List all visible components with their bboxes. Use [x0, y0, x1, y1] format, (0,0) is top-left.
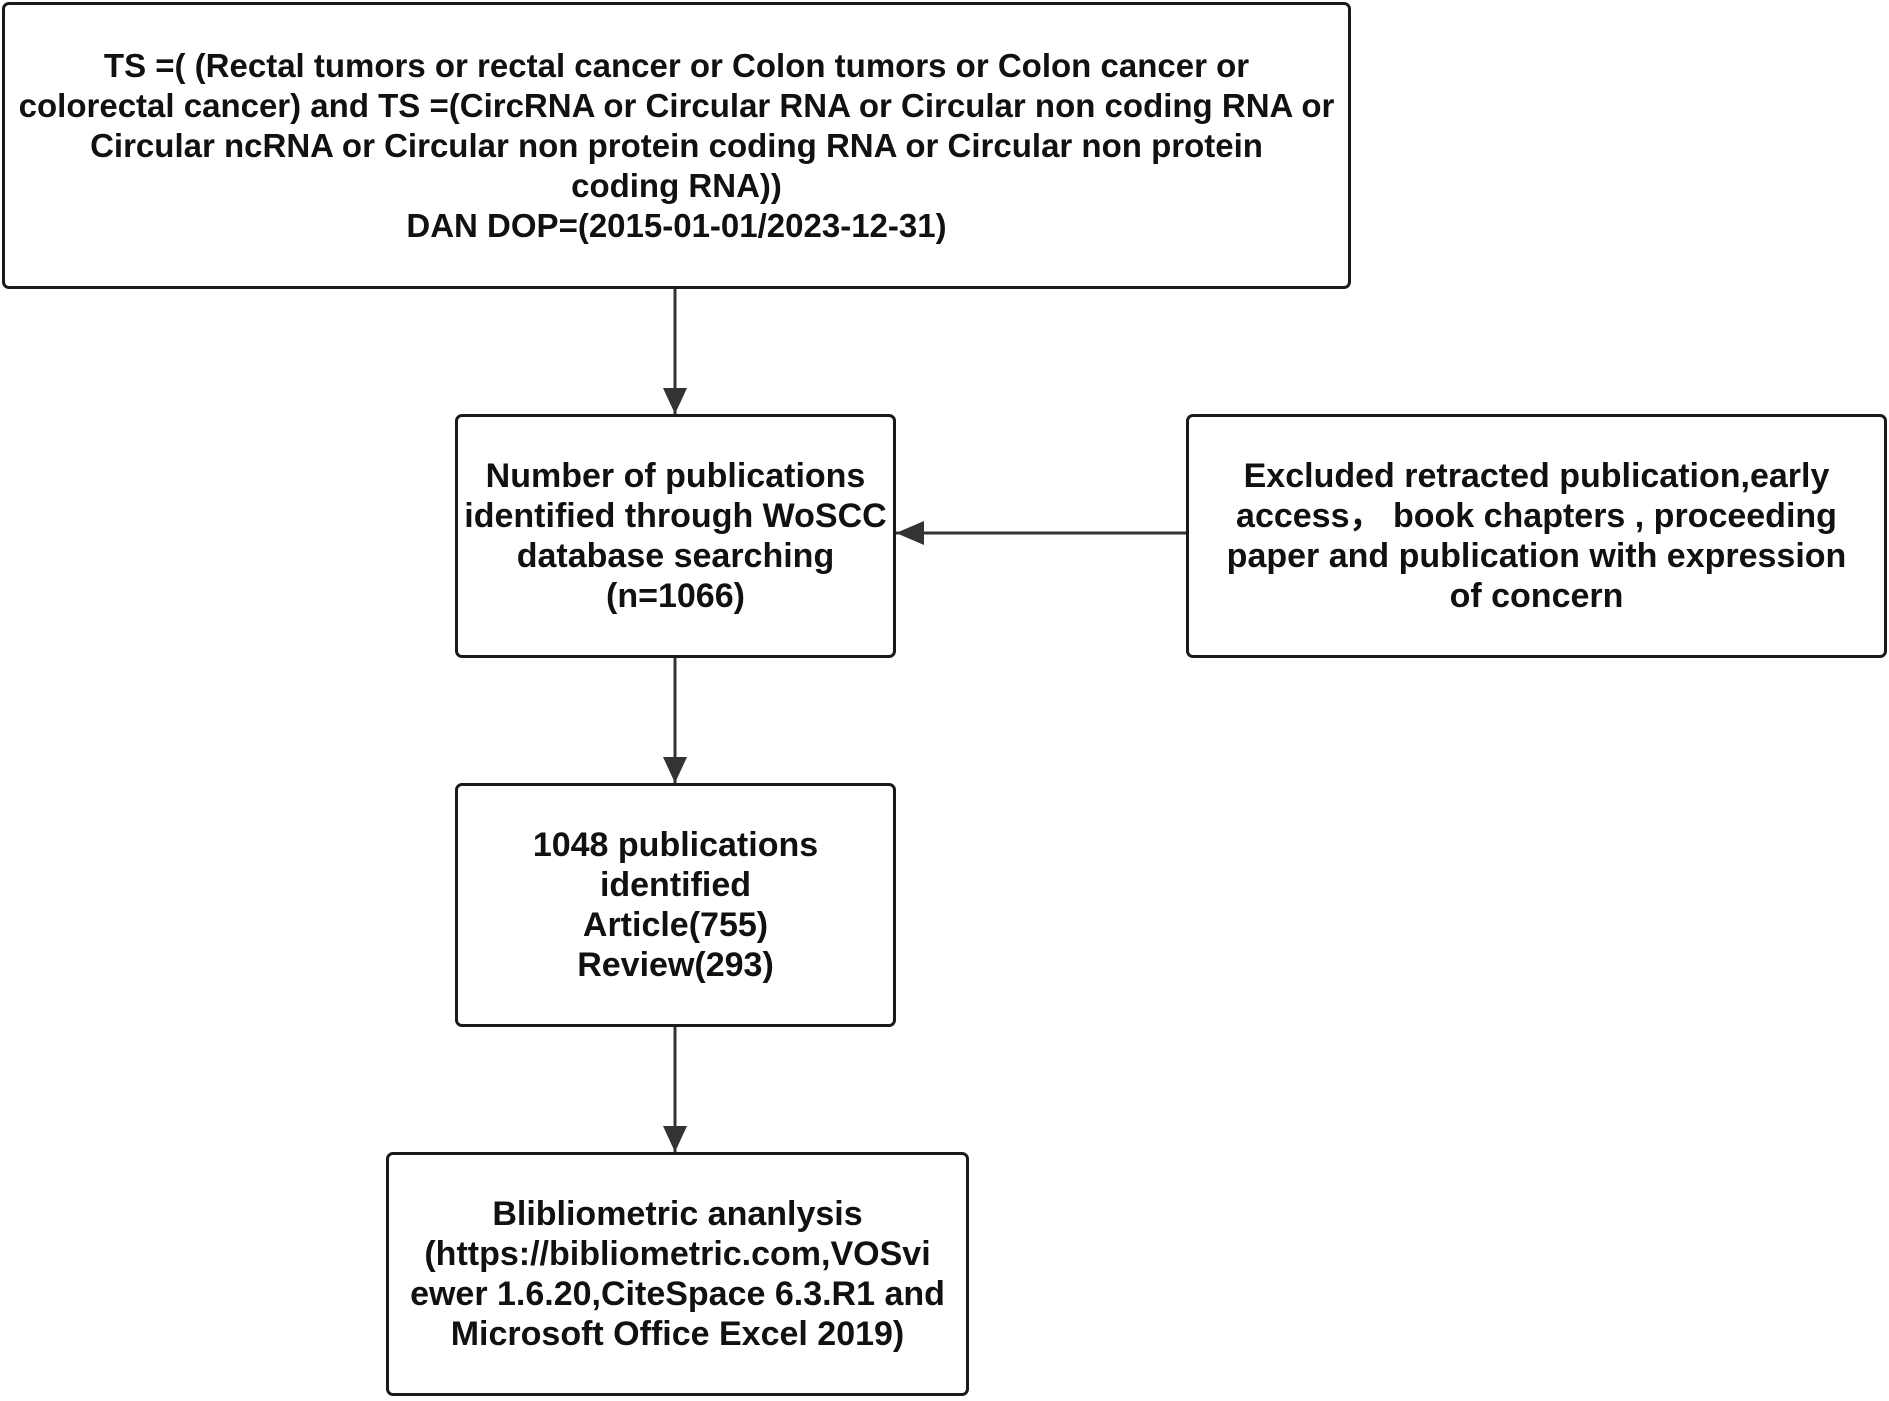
search-query-line-3: Circular ncRNA or Circular non protein c…: [90, 126, 1263, 164]
analysis-box: Blibliometric ananlysis (https://bibliom…: [386, 1152, 969, 1396]
identified-box: Number of publications identified throug…: [455, 414, 896, 658]
included-box: 1048 publications identified Article(755…: [455, 783, 896, 1027]
excluded-line-3: paper and publication with expression: [1226, 537, 1847, 575]
included-line-1: 1048 publications: [532, 826, 819, 864]
included-line-2: identified: [599, 866, 752, 904]
identified-line-4: (n=1066): [606, 577, 745, 615]
excluded-line-4: of concern: [1449, 577, 1624, 615]
identified-line-1: Number of publications: [485, 457, 866, 495]
search-query-line-4: coding RNA)): [571, 166, 782, 204]
excluded-box: Excluded retracted publication,early acc…: [1186, 414, 1887, 658]
analysis-line-1: Blibliometric ananlysis: [492, 1195, 863, 1233]
arrowhead-identified-to-included: [663, 757, 687, 783]
analysis-line-3: ewer 1.6.20,CiteSpace 6.3.R1 and: [410, 1275, 945, 1313]
arrowhead-excluded-to-identified: [896, 521, 924, 545]
analysis-line-2: (https://bibliometric.com,VOSvi: [424, 1235, 931, 1273]
excluded-line-1: Excluded retracted publication,early: [1243, 457, 1830, 495]
identified-line-2: identified through WoSCC: [464, 497, 887, 535]
search-query-box: TS =( (Rectal tumors or rectal cancer or…: [2, 2, 1351, 289]
identified-line-3: database searching: [516, 537, 835, 575]
search-query-line-2: colorectal cancer) and TS =(CircRNA or C…: [18, 86, 1335, 124]
analysis-line-4: Microsoft Office Excel 2019): [450, 1315, 905, 1353]
arrowhead-included-to-analysis: [663, 1126, 687, 1152]
arrowhead-query-to-identified: [663, 388, 687, 414]
included-line-4: Review(293): [577, 946, 774, 984]
search-query-line-5: DAN DOP=(2015-01-01/2023-12-31): [406, 206, 947, 244]
excluded-line-2: access， book chapters , proceeding: [1236, 497, 1837, 535]
search-query-line-1: TS =( (Rectal tumors or rectal cancer or…: [103, 46, 1250, 84]
included-line-3: Article(755): [582, 906, 769, 944]
